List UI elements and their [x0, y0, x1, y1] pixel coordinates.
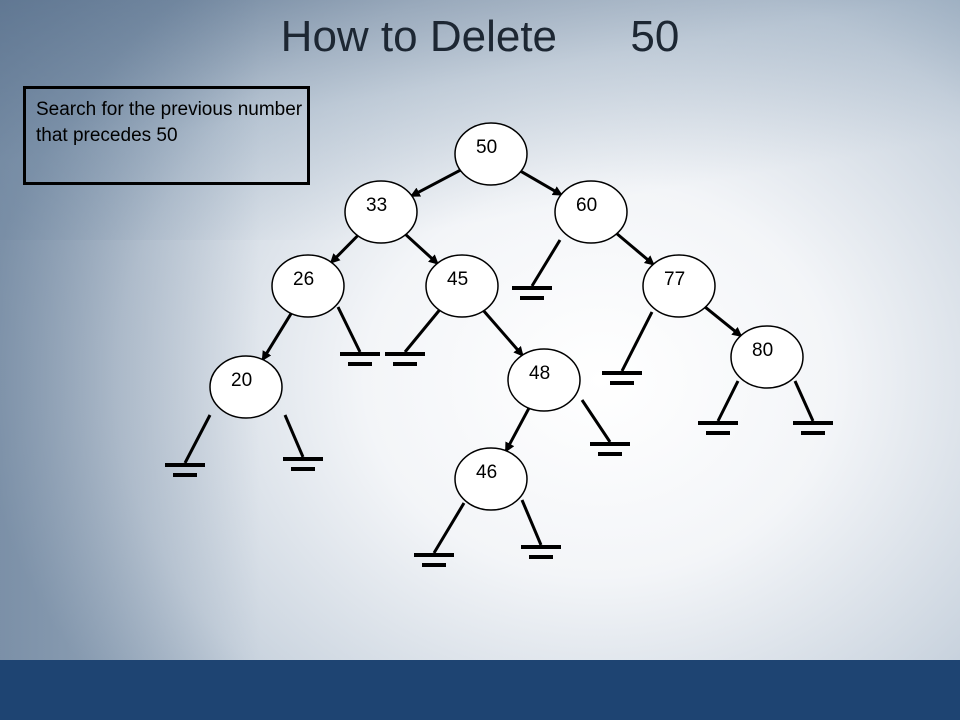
edge-n77-n80 — [704, 306, 743, 338]
edge-n50-n33 — [409, 168, 461, 198]
edge-n60-n77 — [615, 232, 655, 266]
node-label: 46 — [476, 462, 497, 483]
node-label: 50 — [476, 137, 497, 158]
node-circle — [554, 180, 628, 244]
note-box: Search for the previous number that prec… — [23, 86, 310, 185]
null-ground-symbol — [580, 399, 630, 456]
tree-node: 60 — [554, 180, 628, 244]
node-circle — [344, 180, 418, 244]
tree-node: 45 — [425, 254, 499, 318]
slide-title: How to Delete 50 — [280, 12, 680, 61]
tree-node: 46 — [454, 447, 528, 511]
background-streak — [0, 0, 260, 660]
tree-node: 33 — [344, 180, 418, 244]
node-circle — [425, 254, 499, 318]
node-label: 26 — [293, 269, 314, 290]
null-terminators — [165, 239, 833, 567]
node-circle — [507, 348, 581, 412]
null-ground-symbol — [793, 380, 833, 435]
null-ground-symbol — [512, 239, 562, 300]
node-label: 20 — [231, 370, 252, 391]
footer-bar — [0, 660, 960, 720]
null-ground-symbol — [165, 414, 212, 477]
node-circle — [730, 325, 804, 389]
tree-node: 48 — [507, 348, 581, 412]
node-circle — [454, 122, 528, 186]
null-ground-symbol — [520, 499, 561, 559]
tree-node: 50 — [454, 122, 528, 186]
node-label: 33 — [366, 195, 387, 216]
node-circle — [454, 447, 528, 511]
tree-node: 26 — [271, 254, 345, 318]
edge-n33-n26 — [329, 234, 359, 264]
edge-n26-n20 — [261, 312, 293, 362]
edge-n45-n48 — [482, 309, 524, 357]
background-streak — [0, 0, 960, 240]
tree-node: 77 — [642, 254, 716, 318]
node-circle — [642, 254, 716, 318]
node-label: 80 — [752, 340, 773, 361]
edge-n33-n45 — [404, 233, 439, 265]
null-ground-symbol — [385, 306, 444, 366]
edge-n48-n46 — [504, 407, 531, 453]
node-circle — [271, 254, 345, 318]
null-ground-symbol — [602, 311, 654, 385]
tree-edges — [261, 168, 743, 453]
null-ground-symbol — [336, 306, 380, 366]
tree-node: 20 — [209, 355, 283, 419]
node-label: 45 — [447, 269, 468, 290]
node-circle — [209, 355, 283, 419]
node-label: 60 — [576, 195, 597, 216]
tree-nodes: 50 33 60 26 45 77 20 48 80 46 — [209, 122, 804, 511]
node-label: 48 — [529, 363, 550, 384]
edge-n50-n60 — [520, 170, 563, 196]
node-label: 77 — [664, 269, 685, 290]
null-ground-symbol — [414, 502, 466, 567]
tree-node: 80 — [730, 325, 804, 389]
note-text: Search for the previous number that prec… — [36, 99, 303, 146]
null-ground-symbol — [698, 380, 740, 435]
null-ground-symbol — [283, 414, 323, 471]
